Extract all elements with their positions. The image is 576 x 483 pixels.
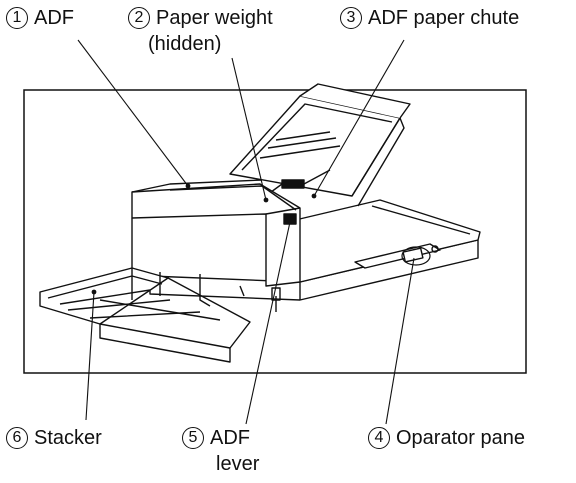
scanner-illustration-icon [39,83,481,363]
callout-sublabel-lever: lever [216,453,260,475]
leader-line-operator-panel [385,257,415,425]
callout-paper-weight: 2 Paper weight [128,6,273,30]
callout-number-5: 5 [182,427,204,449]
target-dot-stacker [91,289,97,295]
callout-label-stacker: Stacker [34,427,102,449]
callout-adf-lever: 5 ADF [182,426,250,450]
callout-label-adf: ADF [34,7,74,29]
callout-label-operator-panel: Oparator pane [396,427,525,449]
leader-line-chute [313,39,405,197]
leader-line-paper-weight [231,57,267,201]
leader-line-adf [77,39,189,187]
target-dot-chute [311,193,317,199]
leader-lines [77,39,415,425]
target-dot-paper-weight [263,197,269,203]
callout-number-4: 4 [368,427,390,449]
callout-label-adf-paper-chute: ADF paper chute [368,7,520,29]
callout-sublabel-hidden: (hidden) [148,33,222,55]
illustration-frame [23,89,527,374]
callout-adf-paper-chute: 3 ADF paper chute [340,6,519,30]
callout-number-3: 3 [340,7,362,29]
callout-number-2: 2 [128,7,150,29]
callout-number-1: 1 [6,7,28,29]
callout-operator-panel: 4 Oparator pane [368,426,525,450]
leader-line-adf-lever [245,221,291,425]
callout-label-paper-weight: Paper weight [156,7,273,29]
callout-adf: 1 ADF [6,6,74,30]
callout-label-adf-lever: ADF [210,427,250,449]
leader-line-stacker [85,291,95,421]
callout-stacker: 6 Stacker [6,426,102,450]
target-dot-adf [185,183,191,189]
callout-number-6: 6 [6,427,28,449]
operator-panel-highlight [401,246,431,266]
